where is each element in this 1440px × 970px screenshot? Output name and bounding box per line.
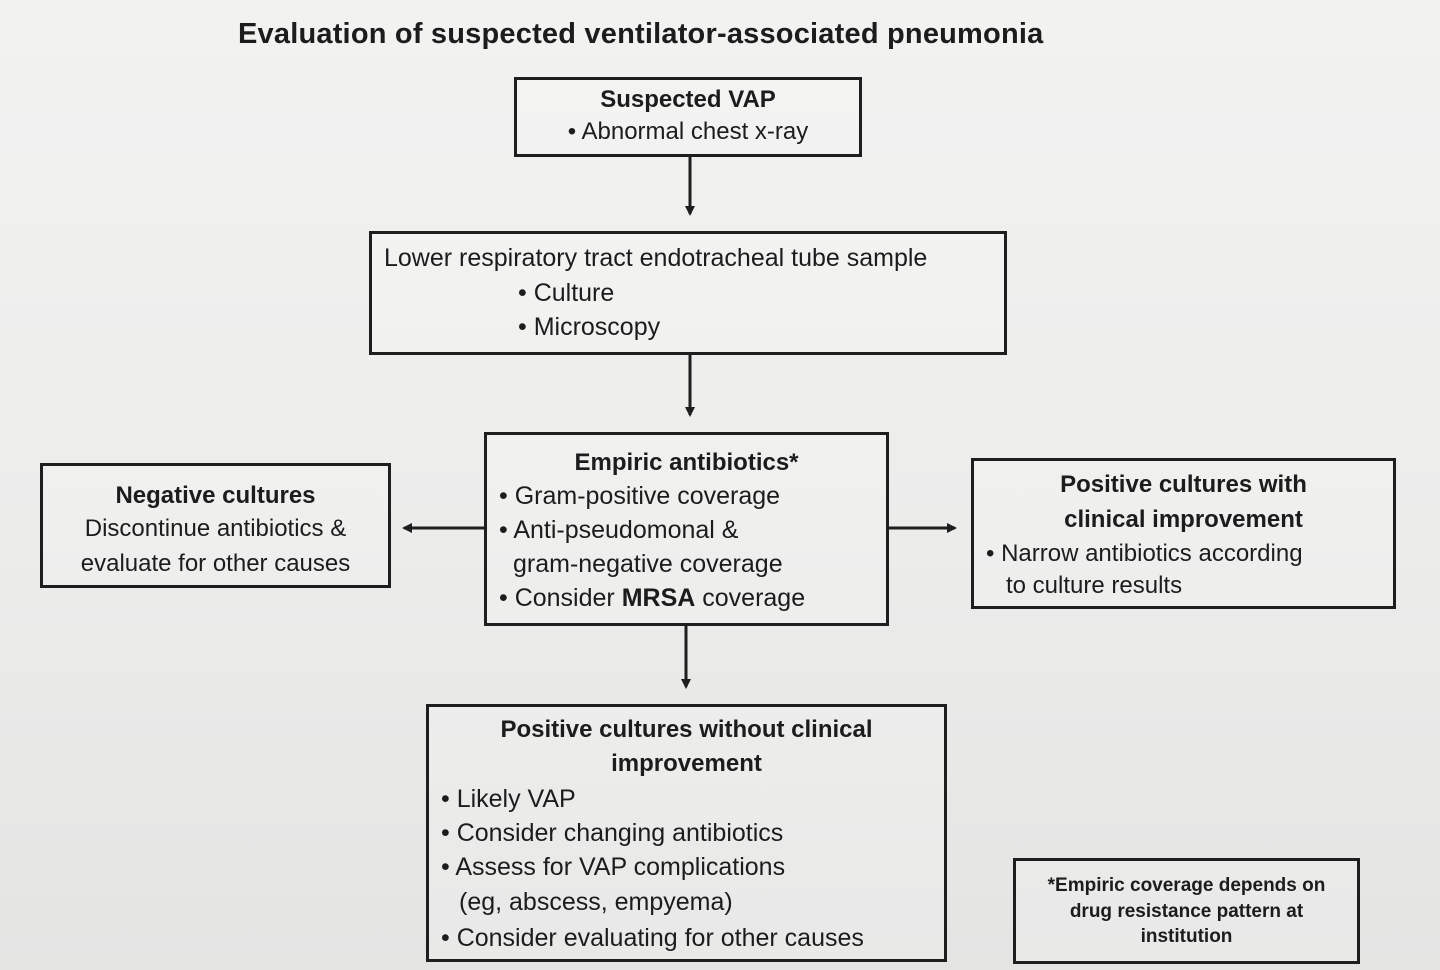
mrsa-prefix: • Consider [499,584,622,612]
changing-antibiotics-item: • Consider changing antibiotics [441,819,784,847]
anti-pseudomonal-item: • Anti-pseudomonal & [499,516,739,544]
footnote-box: *Empiric coverage depends on drug resist… [1013,858,1360,964]
discontinue-antibiotics-line: Discontinue antibiotics & [84,515,347,542]
vap-complications-item: • Assess for VAP complications [441,853,786,881]
abnormal-chest-xray-item: • Abnormal chest x-ray [567,118,809,145]
positive-cultures-improvement-box: Positive cultures with clinical improvem… [971,458,1396,609]
likely-vap-item: • Likely VAP [441,785,576,813]
gram-negative-item: gram-negative coverage [513,550,783,578]
suspected-vap-box: Suspected VAP • Abnormal chest x-ray [514,77,862,157]
diagram-title: Evaluation of suspected ventilator-assoc… [238,18,1044,50]
positive-improvement-heading-line-1: Positive cultures with [1060,471,1307,498]
mrsa-item: • Consider MRSA coverage [499,584,805,613]
mrsa-bold: MRSA [621,584,696,612]
culture-results-line: to culture results [1006,572,1183,599]
footnote-line-3: institution [1140,926,1233,947]
microscopy-item: • Microscopy [518,313,661,341]
abscess-empyema-line: (eg, abscess, empyema) [459,888,733,916]
culture-item: • Culture [518,279,615,307]
narrow-antibiotics-line: • Narrow antibiotics according [986,540,1303,567]
respiratory-sample-box: Lower respiratory tract endotracheal tub… [369,231,1007,355]
respiratory-sample-heading: Lower respiratory tract endotracheal tub… [384,244,928,272]
empiric-antibiotics-heading: Empiric antibiotics* [574,449,799,476]
footnote-line-2: drug resistance pattern at [1069,901,1304,922]
evaluate-other-causes-line: evaluate for other causes [80,550,351,577]
gram-positive-item: • Gram-positive coverage [499,482,781,510]
no-improvement-heading-line-1: Positive cultures without clinical [500,716,873,743]
evaluate-other-causes-item: • Consider evaluating for other causes [441,924,864,952]
empiric-antibiotics-box: Empiric antibiotics* • Gram-positive cov… [484,432,889,626]
mrsa-suffix: coverage [695,584,806,612]
negative-cultures-heading: Negative cultures [115,482,316,509]
positive-improvement-heading-line-2: clinical improvement [1064,506,1303,533]
suspected-vap-heading: Suspected VAP [600,86,776,113]
footnote-line-1: *Empiric coverage depends on [1047,875,1326,896]
no-improvement-heading-line-2: improvement [611,750,762,777]
positive-cultures-no-improvement-box: Positive cultures without clinical impro… [426,704,947,962]
negative-cultures-box: Negative cultures Discontinue antibiotic… [40,463,391,588]
